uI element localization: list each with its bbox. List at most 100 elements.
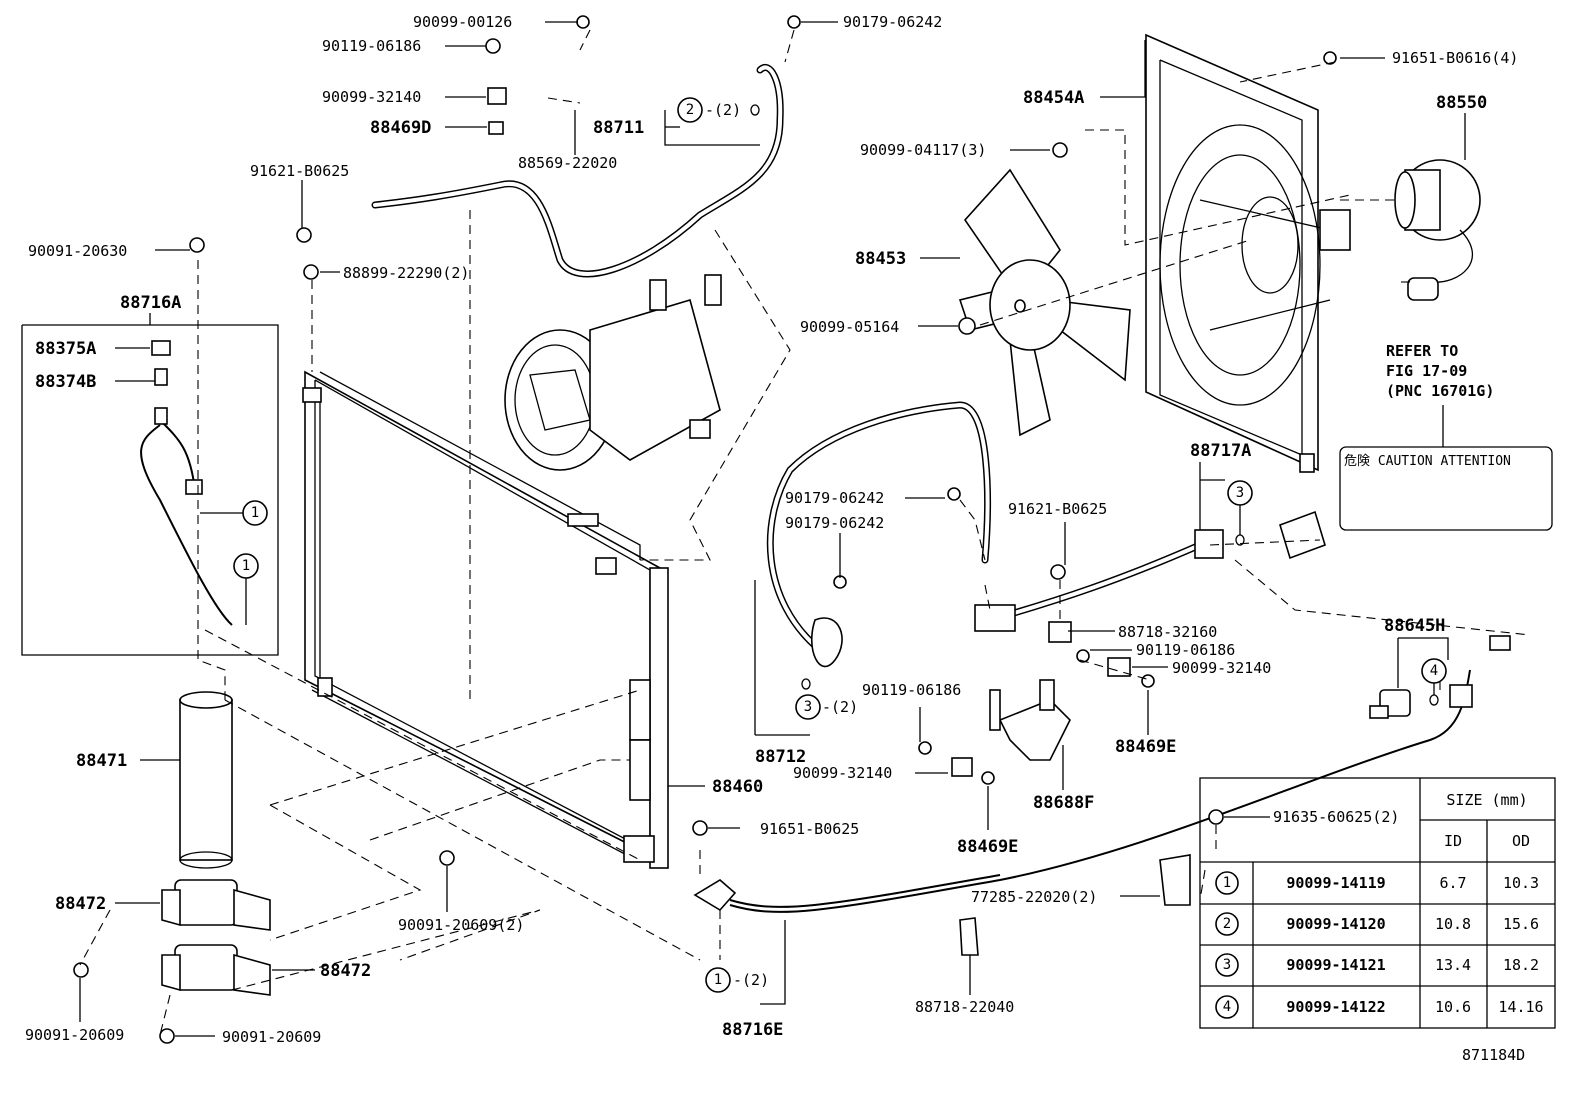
label-88469D: 88469D	[370, 118, 431, 138]
svg-text:1: 1	[251, 505, 259, 521]
size-table-row: 3 90099-14121 13.4 18.2	[1215, 953, 1539, 977]
label-90119-06186-m: 90119-06186	[862, 681, 961, 699]
qty-callout-2-top: -(2)	[705, 101, 741, 119]
label-88688F: 88688F	[1033, 793, 1094, 813]
label-88718-22040: 88718-22040	[915, 998, 1014, 1016]
svg-text:危険 CAUTION ATTENTION: 危険 CAUTION ATTENTION	[1344, 454, 1511, 469]
svg-text:REFER TO: REFER TO	[1386, 342, 1458, 360]
callout-2-top: 2	[677, 97, 703, 123]
fasteners	[73, 15, 1337, 1044]
label-90179-06242-top: 90179-06242	[843, 13, 942, 31]
callout-1-b: 1	[233, 553, 259, 579]
pipe-88716A	[140, 407, 233, 626]
svg-text:10.6: 10.6	[1435, 998, 1471, 1016]
svg-text:13.4: 13.4	[1435, 956, 1471, 974]
svg-text:14.16: 14.16	[1498, 998, 1543, 1016]
size-table-col-id: ID	[1444, 832, 1462, 850]
label-90099-04117: 90099-04117(3)	[860, 141, 986, 159]
label-90091-20630: 90091-20630	[28, 242, 127, 260]
pipe-88716E	[693, 635, 1511, 913]
label-88454A: 88454A	[1023, 88, 1084, 108]
svg-text:FIG 17-09: FIG 17-09	[1386, 362, 1467, 380]
svg-text:4: 4	[1223, 999, 1231, 1015]
label-90091-20609-b: 90091-20609	[222, 1028, 321, 1046]
label-88899-22290: 88899-22290(2)	[343, 264, 469, 282]
condenser-88460	[302, 370, 669, 869]
compressor	[504, 274, 722, 471]
svg-text:1: 1	[1223, 875, 1231, 891]
size-table-row: 1 90099-14119 6.7 10.3	[1215, 871, 1539, 895]
label-88569-22020: 88569-22020	[518, 154, 617, 172]
label-88469E-m: 88469E	[957, 837, 1018, 857]
label-88550: 88550	[1436, 93, 1487, 113]
svg-text:3: 3	[804, 699, 812, 715]
label-90179-06242-m2: 90179-06242	[785, 514, 884, 532]
figure-code: 871184D	[1462, 1046, 1525, 1064]
refer-note: REFER TO FIG 17-09 (PNC 16701G)	[1386, 342, 1494, 400]
label-88716E: 88716E	[722, 1020, 783, 1040]
svg-text:6.7: 6.7	[1439, 874, 1466, 892]
svg-text:10.3: 10.3	[1503, 874, 1539, 892]
fan-shroud-88454A	[1145, 33, 1351, 473]
label-88718-32160: 88718-32160	[1118, 623, 1217, 641]
label-90099-00126: 90099-00126	[413, 13, 512, 31]
svg-text:90099-14120: 90099-14120	[1286, 915, 1385, 933]
label-91635-60625: 91635-60625(2)	[1273, 808, 1399, 826]
label-88453: 88453	[855, 249, 906, 269]
size-table-row: 4 90099-14122 10.6 14.16	[1215, 995, 1544, 1019]
label-90099-05164: 90099-05164	[800, 318, 899, 336]
svg-text:18.2: 18.2	[1503, 956, 1539, 974]
label-90179-06242-m1: 90179-06242	[785, 489, 884, 507]
label-88469E-r: 88469E	[1115, 737, 1176, 757]
label-90091-20609-2: 90091-20609(2)	[398, 916, 524, 934]
svg-text:4: 4	[1430, 663, 1438, 679]
svg-text:3: 3	[1223, 957, 1231, 973]
pipe-88711	[371, 64, 784, 278]
size-table-row: 2 90099-14120 10.8 15.6	[1215, 912, 1539, 936]
pipe-88712	[766, 401, 991, 668]
label-91651-B0625: 91651-B0625	[760, 820, 859, 838]
bracket-88472-lower	[161, 944, 271, 996]
svg-text:3: 3	[1236, 485, 1244, 501]
leader-lines	[21, 21, 1466, 1037]
callout-1-a: 1	[242, 500, 268, 526]
callout-1-c: 1	[705, 967, 731, 993]
label-77285-22020: 77285-22020(2)	[971, 888, 1097, 906]
callout-3-r: 3	[1227, 480, 1253, 506]
receiver-dryer-88471	[179, 691, 233, 869]
label-90099-32140-m: 90099-32140	[793, 764, 892, 782]
label-90119-06186-top: 90119-06186	[322, 37, 421, 55]
svg-text:(PNC 16701G): (PNC 16701G)	[1386, 382, 1494, 400]
svg-text:90099-14121: 90099-14121	[1286, 956, 1385, 974]
label-88645H: 88645H	[1384, 616, 1445, 636]
label-91621-B0625-right: 91621-B0625	[1008, 500, 1107, 518]
svg-text:90099-14119: 90099-14119	[1286, 874, 1385, 892]
caution-label-box: 危険 CAUTION ATTENTION	[1339, 446, 1553, 531]
label-88374B: 88374B	[35, 372, 96, 392]
pressure-switch-88645H	[1369, 689, 1411, 719]
svg-text:1: 1	[242, 558, 250, 574]
label-88711: 88711	[593, 118, 644, 138]
fan-motor-88550	[1394, 159, 1481, 301]
fan-blade-88453	[958, 168, 1131, 437]
size-table-header: SIZE (mm)	[1446, 791, 1527, 809]
label-88471: 88471	[76, 751, 127, 771]
qty-callout-1: -(2)	[733, 971, 769, 989]
callout-3-m: 3	[795, 694, 821, 720]
svg-text:10.8: 10.8	[1435, 915, 1471, 933]
label-91651-B0616: 91651-B0616(4)	[1392, 49, 1518, 67]
callout-4: 4	[1421, 658, 1447, 684]
label-88717A: 88717A	[1190, 441, 1251, 461]
size-table-col-od: OD	[1512, 832, 1530, 850]
svg-text:15.6: 15.6	[1503, 915, 1539, 933]
label-90091-20609-a: 90091-20609	[25, 1026, 124, 1044]
label-90099-32140-top: 90099-32140	[322, 88, 421, 106]
label-90099-32140-r: 90099-32140	[1172, 659, 1271, 677]
pipe-88717A	[974, 510, 1326, 632]
size-table: SIZE (mm) ID OD 1 90099-14119 6.7 10.3 2…	[1199, 777, 1556, 1029]
label-88472-upper: 88472	[55, 894, 106, 914]
label-90119-06186-r: 90119-06186	[1136, 641, 1235, 659]
svg-text:90099-14122: 90099-14122	[1286, 998, 1385, 1016]
label-88716A: 88716A	[120, 293, 181, 313]
